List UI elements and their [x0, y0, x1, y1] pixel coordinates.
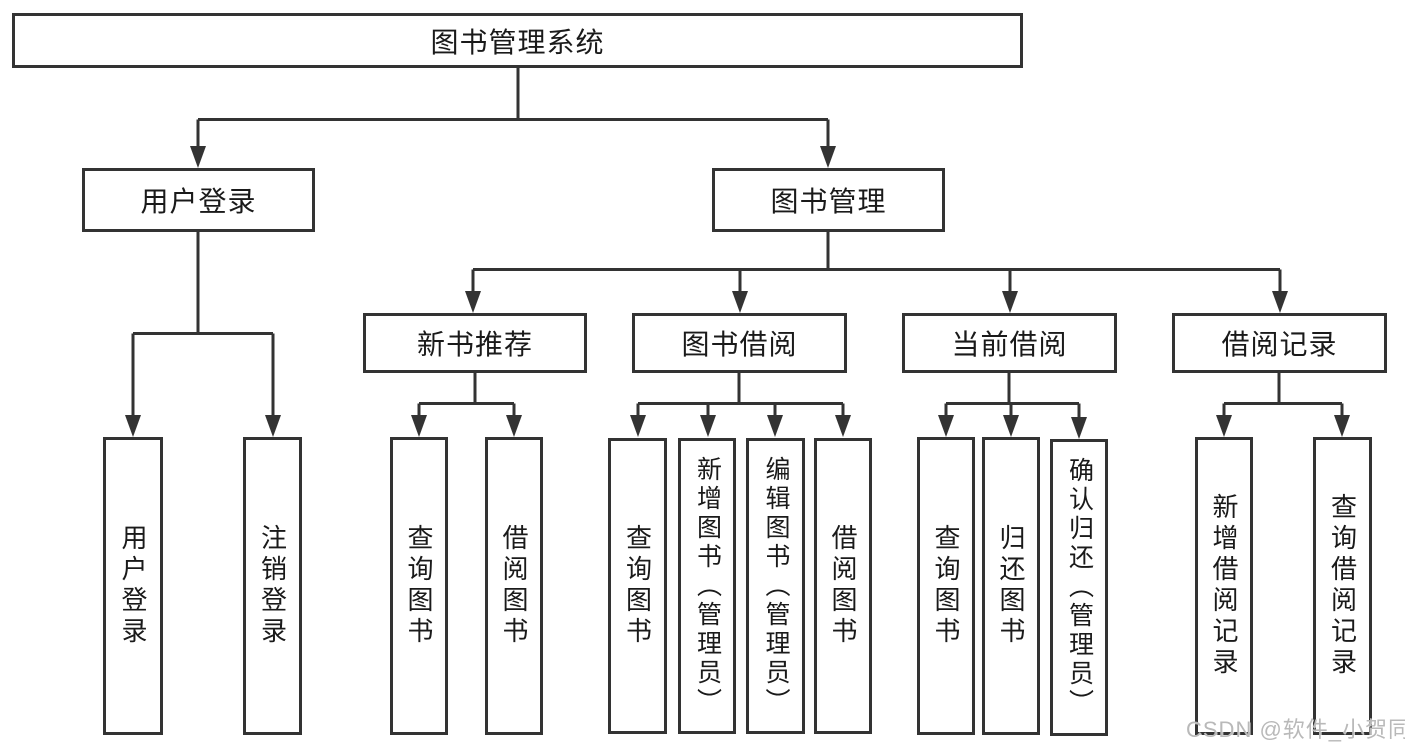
arrow-down-icon	[820, 146, 836, 168]
arrow-down-icon	[411, 415, 427, 437]
arrow-down-icon	[1002, 291, 1018, 313]
node-label: 新增借阅记录	[1209, 493, 1239, 679]
connector-records-branch	[1222, 373, 1344, 417]
node-book-borrow: 图书借阅	[632, 313, 847, 373]
node-book-management: 图书管理	[712, 168, 945, 232]
connector-newbook-branch	[417, 373, 516, 417]
connector-userlogin-branch	[131, 232, 275, 417]
node-label: 图书管理系统	[430, 26, 605, 58]
leaf-add-books-admin: 新增图书（管理员）	[678, 438, 736, 734]
node-current-borrow: 当前借阅	[902, 313, 1117, 373]
arrow-down-icon	[506, 415, 522, 437]
node-label: 查询图书	[404, 524, 434, 648]
leaf-logout: 注销登录	[243, 437, 302, 735]
node-label: 借阅记录	[1221, 329, 1338, 360]
leaf-query-books-borrow: 查询图书	[608, 438, 667, 734]
leaf-edit-books-admin: 编辑图书（管理员）	[746, 438, 805, 734]
arrow-down-icon	[190, 146, 206, 168]
leaf-query-books-current: 查询图书	[917, 437, 975, 735]
node-label: 注销登录	[257, 524, 288, 648]
node-user-login: 用户登录	[82, 168, 315, 232]
leaf-confirm-return-admin: 确认归还（管理员）	[1050, 439, 1108, 736]
node-label: 当前借阅	[951, 329, 1068, 360]
arrow-down-icon	[767, 415, 783, 437]
arrow-down-icon	[1071, 417, 1087, 439]
leaf-return-books: 归还图书	[982, 437, 1040, 735]
arrow-down-icon	[630, 415, 646, 437]
connector-bookmgmt-to-level3	[471, 232, 1282, 293]
arrow-down-icon	[732, 291, 748, 313]
arrow-down-icon	[835, 415, 851, 437]
arrow-down-icon	[465, 291, 481, 313]
node-label: 确认归还（管理员）	[1065, 457, 1094, 718]
node-borrow-records: 借阅记录	[1172, 313, 1387, 373]
arrow-down-icon	[1216, 415, 1232, 437]
node-label: 图书借阅	[681, 329, 798, 360]
connector-root-to-level2	[196, 68, 830, 148]
node-label: 查询图书	[622, 524, 653, 648]
node-label: 用户登录	[118, 524, 148, 648]
leaf-add-borrow-record: 新增借阅记录	[1195, 437, 1253, 735]
leaf-query-books-recommend: 查询图书	[390, 437, 448, 735]
csdn-watermark: CSDN @软件_小贺同学	[1186, 717, 1405, 742]
node-label: 编辑图书（管理员）	[762, 455, 790, 717]
node-new-book-recommend: 新书推荐	[363, 313, 587, 373]
node-label: 新增图书（管理员）	[693, 455, 722, 717]
arrow-down-icon	[1334, 415, 1350, 437]
node-label: 新书推荐	[416, 329, 533, 360]
node-label: 借阅图书	[828, 524, 858, 648]
node-root: 图书管理系统	[12, 13, 1023, 68]
node-label: 查询借阅记录	[1327, 493, 1358, 679]
node-label: 归还图书	[996, 524, 1026, 648]
arrow-down-icon	[265, 415, 281, 437]
node-label: 借阅图书	[499, 524, 529, 648]
leaf-borrow-books-recommend: 借阅图书	[485, 437, 543, 735]
arrow-down-icon	[125, 415, 141, 437]
leaf-user-login: 用户登录	[103, 437, 163, 735]
connector-currentborrow-branch	[944, 373, 1081, 419]
leaf-query-borrow-record: 查询借阅记录	[1313, 437, 1372, 735]
node-label: 图书管理	[770, 186, 887, 217]
arrow-down-icon	[938, 415, 954, 437]
arrow-down-icon	[1003, 415, 1019, 437]
connector-bookborrow-branch	[636, 373, 845, 417]
node-label: 查询图书	[931, 524, 961, 648]
arrow-down-icon	[1272, 291, 1288, 313]
node-label: 用户登录	[140, 186, 257, 217]
leaf-borrow-books: 借阅图书	[814, 438, 872, 734]
arrow-down-icon	[700, 415, 716, 437]
